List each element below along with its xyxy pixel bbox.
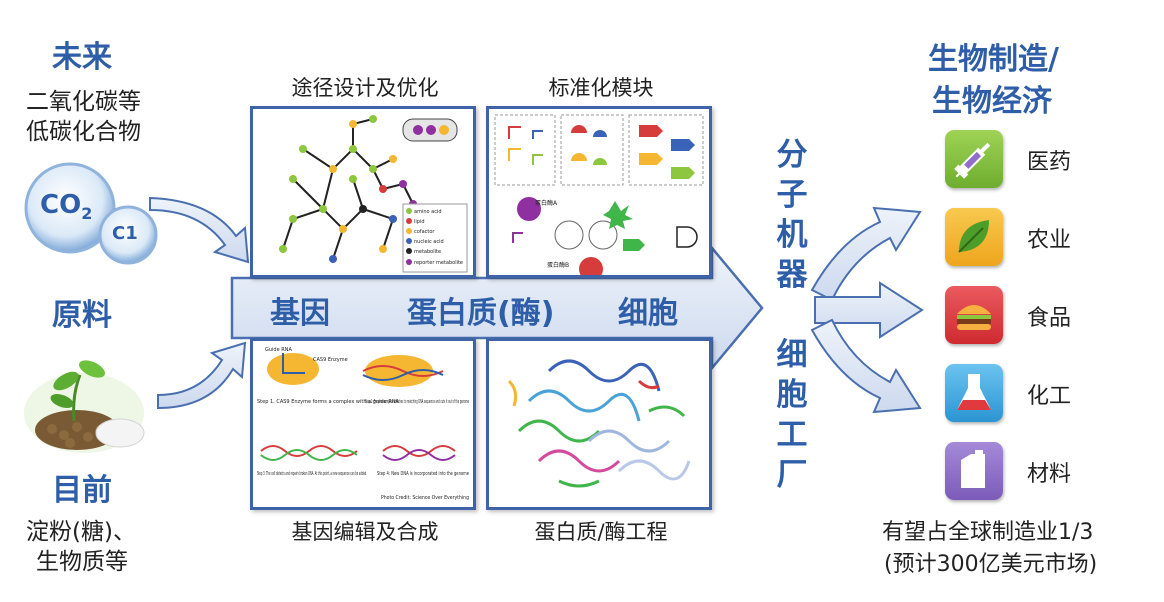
biomass-input-arrow <box>157 341 247 410</box>
leaf-icon <box>945 208 1003 266</box>
app-chemical: 化工 <box>945 364 1145 424</box>
future-line2: 低碳化合物 <box>26 119 141 145</box>
crispr-diagram: Guide RNA CAS9 Enzyme Step 1. CAS9 Enzym… <box>257 347 469 501</box>
step2-text: Step 2: Enzyme complex attaches to match… <box>365 399 469 405</box>
legend-1: lipid <box>414 219 425 225</box>
protein-structure-picture <box>507 359 691 488</box>
pathway-design-panel: amino acid lipid cofactor nucleic acid m… <box>250 106 476 278</box>
app-materials: 材料 <box>945 442 1145 502</box>
legend-4: metabolite <box>414 249 441 255</box>
vchar: 器 <box>776 257 808 293</box>
vchar: 机 <box>776 217 808 253</box>
cell-factory-text: 细 胞 工 厂 <box>772 335 812 495</box>
protein-b-label: 蛋白酶B <box>547 261 569 269</box>
vchar: 子 <box>776 177 808 213</box>
future-title: 未来 <box>52 40 112 75</box>
bio-economy-title-2: 生物经济 <box>932 84 1052 119</box>
gene-label: 基因 <box>270 296 330 331</box>
future-line1: 二氧化碳等 <box>26 89 141 115</box>
vchar: 厂 <box>776 457 808 493</box>
co2-label: CO2 <box>40 190 92 223</box>
gene-editing-panel: Guide RNA CAS9 Enzyme Step 1. CAS9 Enzym… <box>250 338 476 510</box>
app-label-medicine: 医药 <box>1027 150 1072 175</box>
app-label-chemical: 化工 <box>1027 384 1072 409</box>
modules-caption: 标准化模块 <box>548 76 654 100</box>
market-share-text: 有望占全球制造业1/3 <box>882 520 1094 545</box>
app-label-food: 食品 <box>1027 306 1072 331</box>
pathway-caption: 途径设计及优化 <box>291 76 439 100</box>
step4-text: Step 4: New DNA is incorporated into the… <box>377 471 469 477</box>
photo-credit: Photo Credit: Science Over Everything <box>381 495 469 501</box>
syringe-icon <box>945 130 1003 188</box>
genetic-circuit-diagram: 蛋白酶A 蛋白酶B <box>494 114 704 275</box>
standard-modules-panel: 蛋白酶A 蛋白酶B <box>486 106 712 278</box>
burger-icon <box>945 286 1003 344</box>
guide-rna-label: Guide RNA <box>265 347 292 353</box>
c1-label: C1 <box>112 223 138 244</box>
protein-engineering-panel <box>486 338 712 510</box>
gene-edit-caption: 基因编辑及合成 <box>291 520 439 544</box>
metabolic-network-diagram: amino acid lipid cofactor nucleic acid m… <box>279 115 468 273</box>
current-line1: 淀粉(糖)、 <box>26 519 136 545</box>
step3-text: Step 3: The cell detects and repairs bro… <box>257 471 367 477</box>
step1-text: Step 1. CAS9 Enzyme forms a complex with… <box>257 399 400 405</box>
fan-arrow-up <box>810 206 922 302</box>
co2-bubbles-icon <box>24 162 158 265</box>
market-size-text: (预计300亿美元市场) <box>884 552 1098 577</box>
app-label-materials: 材料 <box>1027 462 1072 487</box>
protein-enzyme-label: 蛋白质(酶) <box>407 296 555 331</box>
current-title: 目前 <box>52 473 112 508</box>
fan-arrow-down <box>810 318 922 414</box>
vchar: 胞 <box>776 377 808 413</box>
flask-icon <box>945 364 1003 422</box>
co2-subscript: 2 <box>81 204 93 224</box>
legend-2: cofactor <box>414 229 435 235</box>
legend-5: reporter metabolite <box>414 260 463 266</box>
co2-text: CO <box>40 190 82 220</box>
app-label-agriculture: 农业 <box>1027 228 1072 253</box>
co2-input-arrow <box>149 196 250 264</box>
vchar: 工 <box>776 417 808 453</box>
bio-economy-title-1: 生物制造/ <box>928 42 1059 77</box>
biomass-picture <box>24 360 145 453</box>
app-agriculture: 农业 <box>945 208 1145 268</box>
vchar: 分 <box>776 137 808 173</box>
cas9-label: CAS9 Enzyme <box>313 357 348 363</box>
molecular-machine-text: 分 子 机 器 <box>772 135 812 295</box>
raw-material-title: 原料 <box>52 298 112 333</box>
app-food: 食品 <box>945 286 1145 346</box>
legend-3: nucleic acid <box>414 239 444 245</box>
container-icon <box>945 442 1003 500</box>
vchar: 细 <box>776 337 808 373</box>
protein-a-label: 蛋白酶A <box>535 199 558 207</box>
legend-0: amino acid <box>414 209 442 215</box>
protein-caption: 蛋白质/酶工程 <box>534 520 668 544</box>
current-line2: 生物质等 <box>36 549 128 575</box>
cell-label: 细胞 <box>618 296 678 331</box>
app-medicine: 医药 <box>945 130 1145 190</box>
